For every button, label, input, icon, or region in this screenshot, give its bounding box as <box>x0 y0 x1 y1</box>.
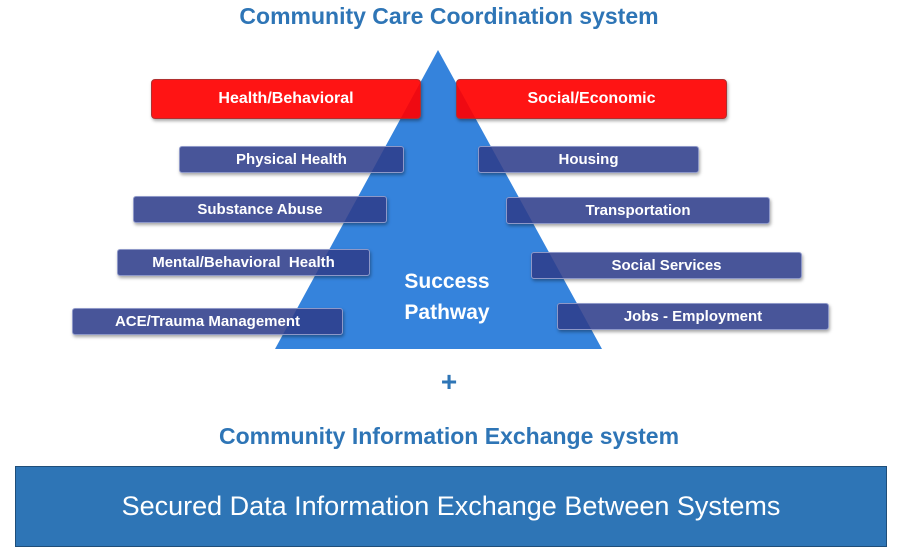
plus-sign: + <box>440 366 458 397</box>
center-label-line-1: Success <box>404 270 490 293</box>
right-item-transportation: Transportation <box>506 197 770 224</box>
health-behavioral-category: Health/Behavioral <box>151 79 421 119</box>
success-pathway-label: Success Pathway <box>372 266 522 328</box>
social-economic-category: Social/Economic <box>456 79 727 119</box>
right-item-jobs-employment: Jobs - Employment <box>557 303 829 330</box>
left-item-substance-abuse: Substance Abuse <box>133 196 387 223</box>
diagram-title: Community Care Coordination system <box>239 3 659 29</box>
left-item-mental-behavioral-health: Mental/Behavioral Health <box>117 249 370 276</box>
left-item-ace-trauma-management: ACE/Trauma Management <box>72 308 343 335</box>
right-item-social-services: Social Services <box>531 252 802 279</box>
center-label-line-2: Pathway <box>404 301 490 324</box>
exchange-system-title: Community Information Exchange system <box>218 423 680 449</box>
right-item-housing: Housing <box>478 146 699 173</box>
secured-data-exchange-box: Secured Data Information Exchange Betwee… <box>15 466 887 547</box>
left-item-physical-health: Physical Health <box>179 146 404 173</box>
